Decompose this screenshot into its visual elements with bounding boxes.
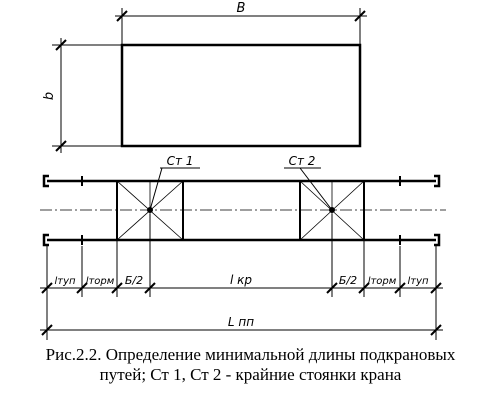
- crane-stop-2: [284, 167, 365, 241]
- leader-stop-1: [149, 167, 163, 211]
- label-l-tup-right: lтуп: [407, 276, 429, 287]
- dimension-chains: lтуп lторм Б/2 l кр Б/2 lторм lтуп L пп: [40, 214, 443, 340]
- dim-tick-bh-bottom: [55, 140, 67, 152]
- label-l-kr: l кр: [230, 273, 252, 287]
- crane-plan: B b: [42, 1, 367, 153]
- dim-tick-b-right: [354, 10, 366, 22]
- figure-caption: Рис.2.2. Определение минимальной длины п…: [0, 345, 501, 385]
- rail-end-stop-bottom-left: [42, 233, 49, 247]
- dim-tick-bh-top: [55, 39, 67, 51]
- rail-end-stop-top-right: [434, 174, 441, 188]
- label-l-torm-left: lторм: [86, 276, 115, 287]
- leader-stop-2: [299, 167, 333, 211]
- crane-outline: [120, 43, 362, 148]
- label-half-b-right: Б/2: [339, 274, 357, 287]
- label-half-b-left: Б/2: [125, 274, 143, 287]
- dim-tick-b-left: [116, 10, 128, 22]
- label-l-pp: L пп: [228, 315, 254, 329]
- label-stop-2: Ст 2: [289, 154, 316, 168]
- crane-track: Ст 1 Ст 2: [40, 154, 446, 247]
- label-b-height: b: [42, 92, 57, 100]
- caption-line-1: Рис.2.2. Определение минимальной длины п…: [45, 345, 456, 364]
- crane-stop-1: [116, 167, 200, 241]
- label-stop-1: Ст 1: [167, 154, 194, 168]
- caption-line-2: путей; Ст 1, Ст 2 - крайние стоянки кран…: [99, 365, 402, 384]
- rail-end-stop-top-left: [42, 174, 49, 188]
- label-l-torm-right: lторм: [368, 276, 397, 287]
- label-b-width: B: [237, 1, 246, 16]
- label-l-tup-left: lтуп: [54, 276, 76, 287]
- rail-end-stop-bottom-right: [434, 233, 441, 247]
